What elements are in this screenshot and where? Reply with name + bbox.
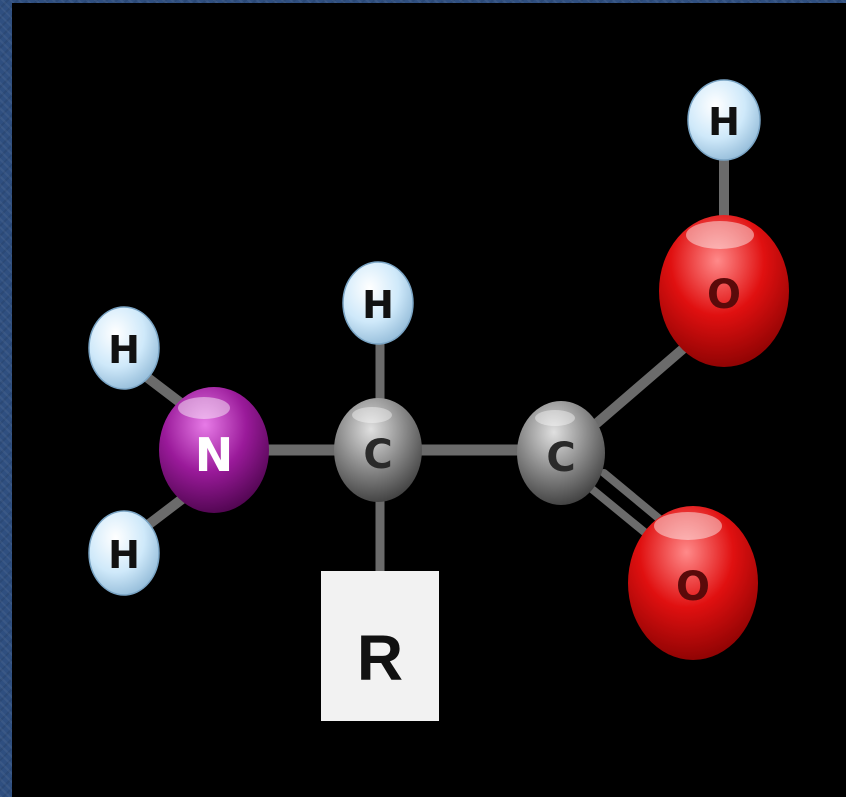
bond-c-o-lower-b [600, 469, 666, 525]
amino-acid-structure-diagram: R H H H H N C [88, 79, 789, 721]
atom-o-upper-label: O [707, 272, 741, 318]
atom-h-top: H [687, 79, 761, 161]
bonds [139, 148, 729, 576]
r-group: R [321, 571, 439, 721]
r-group-box [321, 571, 439, 721]
atom-o-upper: O [659, 215, 789, 367]
atom-h-center: H [342, 261, 414, 345]
atom-h-left-lower: H [88, 510, 160, 596]
atom-h-top-label: H [708, 100, 740, 144]
atom-h-left-lower-label: H [108, 533, 140, 577]
bond-c-o-upper [592, 343, 689, 428]
atom-c-alpha-label: C [363, 432, 392, 478]
atom-h-left-upper: H [88, 306, 160, 390]
bond-c-o-lower-a [583, 481, 652, 539]
atom-n: N [159, 387, 269, 513]
atom-c-carboxyl: C [517, 401, 605, 505]
atom-c-carboxyl-label: C [546, 435, 575, 481]
atom-h-left-upper-label: H [108, 328, 140, 372]
atom-h-center-label: H [362, 283, 394, 327]
atom-o-lower-label: O [676, 564, 710, 610]
atom-o-lower: O [628, 506, 758, 660]
atom-n-label: N [195, 428, 234, 482]
molecule-panel: R H H H H N C [12, 3, 846, 797]
atom-c-alpha: C [334, 398, 422, 502]
r-group-label: R [357, 622, 403, 694]
